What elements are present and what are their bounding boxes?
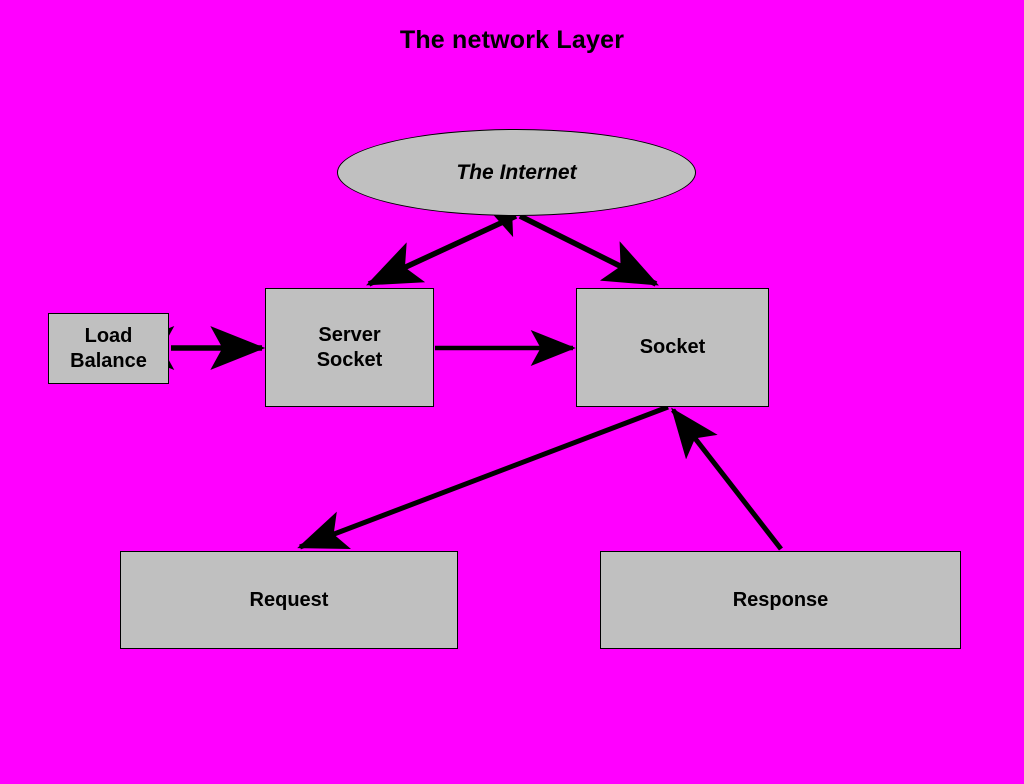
node-request-label: Request <box>249 588 329 611</box>
edge-response-to-socket <box>671 407 783 551</box>
edge-socket-to-request <box>297 404 669 550</box>
node-internet-label: The Internet <box>456 160 577 184</box>
page-title: The network Layer <box>399 26 625 54</box>
node-request[interactable]: Request <box>120 551 458 649</box>
node-socket-label: Socket <box>639 336 706 359</box>
node-load-balance[interactable]: Load Balance <box>48 313 169 384</box>
edge-internet-to-server-socket <box>366 213 518 287</box>
node-socket[interactable]: Socket <box>576 288 769 407</box>
node-response-label: Response <box>732 588 829 611</box>
edge-socket-to-internet <box>473 192 659 287</box>
node-internet[interactable]: The Internet <box>337 129 696 216</box>
node-server-socket-label: Server Socket <box>316 324 383 371</box>
node-response[interactable]: Response <box>600 551 961 649</box>
node-server-socket[interactable]: Server Socket <box>265 288 434 407</box>
node-load-balance-label: Load Balance <box>70 325 147 372</box>
